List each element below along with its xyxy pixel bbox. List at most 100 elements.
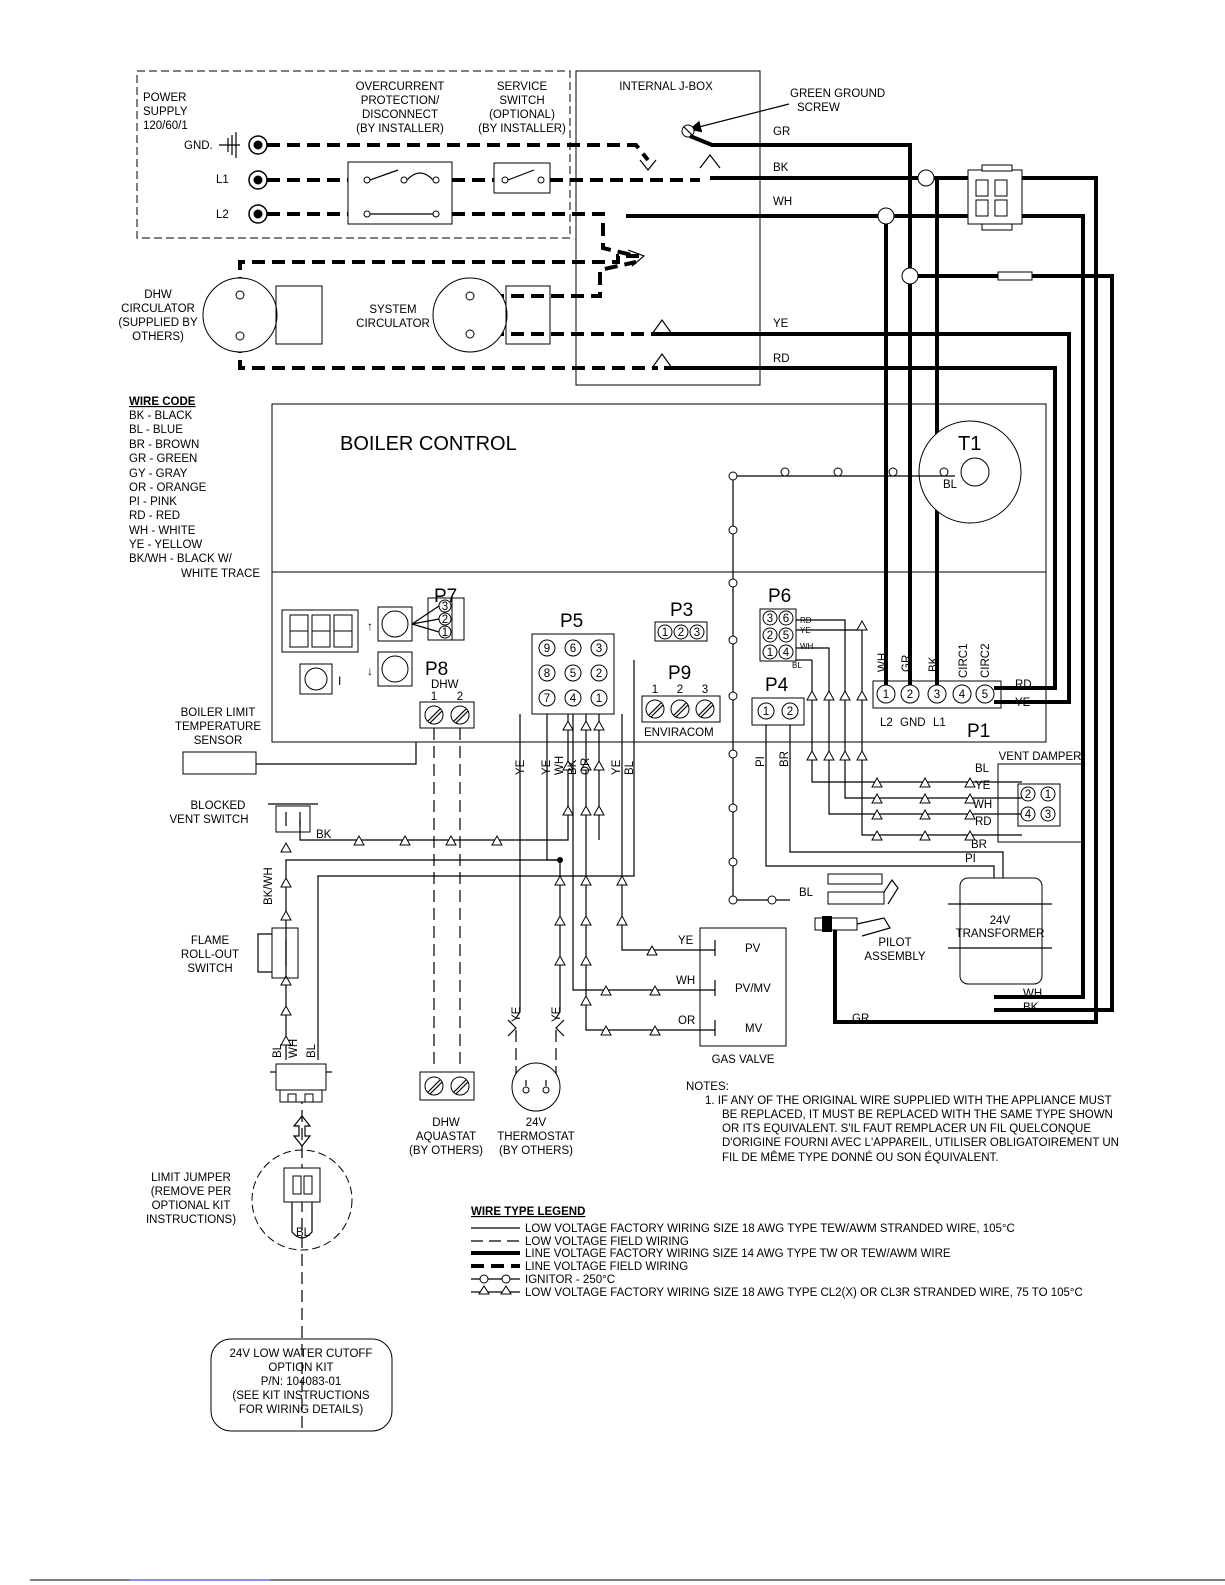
p5-pin: 4 [570, 693, 577, 705]
transformer-wire: WH [1023, 988, 1042, 1000]
dhw-circ-label-1: DHW [144, 289, 172, 301]
disconnect-switch-icon [363, 169, 440, 218]
p1-pin: 1 [883, 689, 889, 701]
p5-wire-label: BK [567, 759, 579, 775]
limit-sensor-label: SENSOR [194, 735, 243, 747]
p5-pin: 2 [596, 668, 602, 680]
p1-out-label: YE [1015, 697, 1031, 709]
jbox-wire-wh: WH [773, 196, 792, 208]
pilot-wire-label: BL [799, 887, 814, 899]
p6-connector [759, 608, 797, 662]
p3-pin: 1 [662, 627, 668, 639]
p5-wire-label: YE [611, 759, 623, 775]
p6-pin: 5 [783, 630, 789, 642]
p9-pin-num: 1 [652, 684, 658, 696]
t1-wire-label: BL [943, 479, 958, 491]
p8-pin-num: 2 [457, 691, 463, 703]
p9-pin-num: 2 [677, 684, 683, 696]
wire-triangle-markers [280, 619, 976, 1046]
lwco-option-kit: 24V LOW WATER CUTOFF OPTION KIT P/N: 104… [210, 1338, 393, 1432]
p1-pins: 1 2 3 4 5 [876, 684, 995, 704]
p5-pin: 8 [544, 668, 550, 680]
thermostat-label: (BY OTHERS) [499, 1145, 573, 1157]
p5-pin: 6 [570, 643, 576, 655]
p3-connector [654, 621, 708, 642]
notes-line: 1. IF ANY OF THE ORIGINAL WIRE SUPPLIED … [705, 1095, 1112, 1107]
gnd-label: GND. [184, 140, 213, 152]
p7-label: P7 [434, 586, 457, 607]
boiler-control: BOILER CONTROL T1 BL ↑ ↓ I P7 3 2 1 [271, 403, 1047, 743]
service-switch-icon [501, 169, 545, 184]
p7-connector [427, 597, 465, 641]
legend-title: WIRE TYPE LEGEND [471, 1206, 585, 1218]
vent-damper-wire: WH [973, 799, 992, 811]
field-wire-label: YE [511, 1006, 523, 1022]
limit-jumper-label: LIMIT JUMPER [151, 1172, 231, 1184]
blocked-vent-label: BLOCKED [191, 800, 246, 812]
transformer-wire: PI [965, 853, 976, 865]
transformer-wire: BR [971, 839, 987, 851]
vent-damper-wire: YE [975, 780, 991, 792]
wire-code-item: BK - BLACK [129, 410, 193, 422]
dhw-circ-label-2: CIRCULATOR [121, 303, 195, 315]
p1-pin: 4 [959, 689, 966, 701]
wire-code-title: WIRE CODE [129, 396, 196, 408]
overcurrent-label-4: (BY INSTALLER) [356, 123, 444, 135]
notes-line: OR ITS EQUIVALENT. S'IL FAUT REMPLACER U… [722, 1123, 1091, 1135]
p6-pin: 3 [767, 613, 773, 625]
p8-screw-icon [424, 705, 470, 725]
p9-enviracom-label: ENVIRACOM [644, 727, 714, 739]
aquastat-label: (BY OTHERS) [409, 1145, 483, 1157]
disconnect-box [347, 161, 453, 225]
down-arrow-icon: ↓ [367, 664, 373, 678]
jumper-wire-label: BL [296, 1227, 311, 1239]
thermostat-label: THERMOSTAT [497, 1131, 575, 1143]
thermostat-label: 24V [526, 1117, 547, 1129]
ignitor-wiring [728, 467, 955, 905]
p7-pin: 2 [442, 614, 448, 626]
jbox-wire-gr: GR [773, 126, 790, 138]
wire-code-item: WH - WHITE [129, 525, 196, 537]
p6-pin: 6 [783, 613, 789, 625]
power-supply-label-1: POWER [143, 92, 186, 104]
p5-wire-label: YE [541, 759, 553, 775]
service-switch-label-3: (OPTIONAL) [489, 109, 555, 121]
sys-circ-label-1: SYSTEM [369, 304, 416, 316]
p1-bottom-label: L1 [933, 717, 946, 729]
pilot-label: PILOT [878, 937, 911, 949]
p3-label: P3 [670, 600, 693, 621]
jbox-wire-rd: RD [773, 353, 790, 365]
wire-code-item: BK/WH - BLACK W/ [129, 553, 233, 565]
pilot-assembly: BL PILOT ASSEMBLY [799, 873, 926, 963]
wire-code-item: BR - BROWN [129, 439, 199, 451]
status-led-box [299, 663, 333, 695]
vent-damper: VENT DAMPER 2 1 4 3 BL YE WH RD [973, 751, 1084, 843]
p1-top-label: CIRC2 [980, 643, 992, 678]
p1-bottom-label: GND [900, 717, 926, 729]
legend-item: LINE VOLTAGE FIELD WIRING [525, 1261, 688, 1273]
p6-pin: 2 [767, 630, 773, 642]
vent-damper-pin: 4 [1025, 809, 1032, 821]
internal-jbox: INTERNAL J-BOX GREEN GROUND SCREW GR BK … [575, 70, 885, 386]
t1-label: T1 [958, 433, 981, 455]
p7-pin: 3 [442, 601, 448, 613]
l2-label: L2 [216, 209, 229, 221]
notes: NOTES: 1. IF ANY OF THE ORIGINAL WIRE SU… [686, 1081, 1119, 1164]
lwco-label: FOR WIRING DETAILS) [239, 1404, 364, 1416]
gas-valve-wire: YE [678, 935, 694, 947]
transformer-24v: 24V TRANSFORMER BR PI WH BK [948, 839, 1052, 1014]
limit-sensor-label: TEMPERATURE [175, 721, 261, 733]
vent-damper-wire: RD [975, 816, 992, 828]
limit-jumper-label: (REMOVE PER [151, 1186, 232, 1198]
dhw-circ-label-3: (SUPPLIED BY [118, 317, 198, 329]
transformer-wire: BK [1023, 1002, 1039, 1014]
wire-code-item: OR - ORANGE [129, 482, 207, 494]
lwco-label: 24V LOW WATER CUTOFF [230, 1348, 373, 1360]
p6-pin: 1 [767, 647, 773, 659]
i-icon: I [338, 674, 341, 688]
p4-wire-label: BR [779, 751, 791, 767]
ground-screw-label-1: GREEN GROUND [790, 88, 885, 100]
p5-wire-label: BL [624, 760, 636, 775]
thermostat: 24V THERMOSTAT (BY OTHERS) [497, 1062, 575, 1157]
jbox-title: INTERNAL J-BOX [619, 81, 713, 93]
